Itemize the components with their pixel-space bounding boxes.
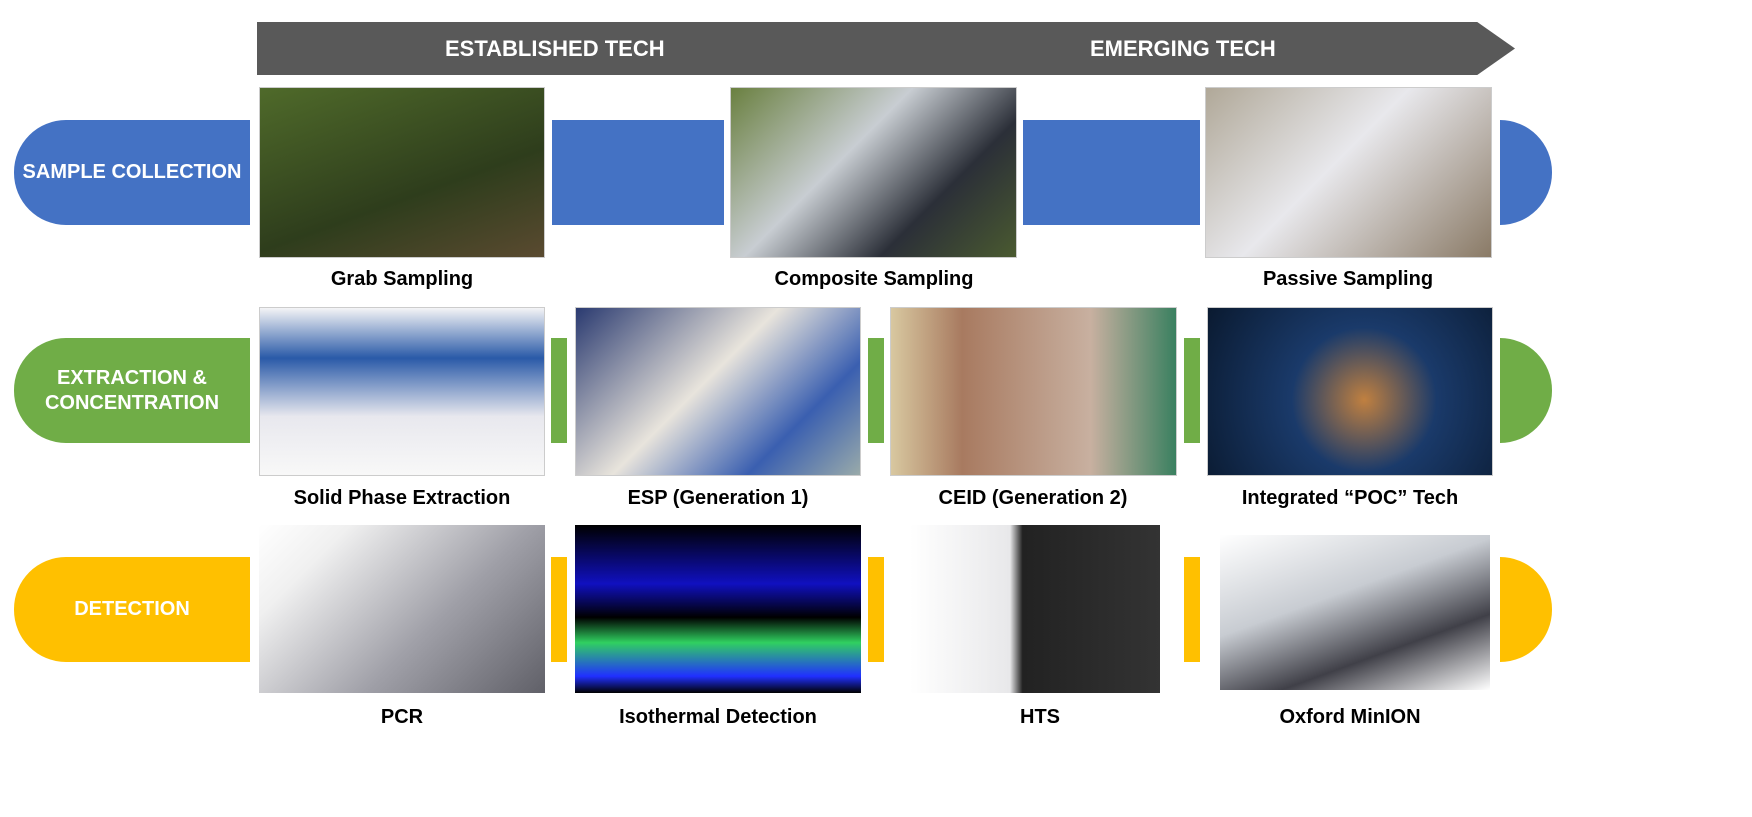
composite-sampling-photo <box>730 87 1017 258</box>
row-end-cap <box>1500 120 1552 225</box>
caption: PCR <box>380 706 424 728</box>
passive-sampling-photo <box>1205 87 1492 258</box>
sample-collection-label: SAMPLE COLLECTION <box>14 120 250 225</box>
timeline-arrow: ESTABLISHED TECH EMERGING TECH <box>257 22 1515 75</box>
esp-photo <box>575 307 861 476</box>
connector <box>868 557 884 662</box>
caption: Composite Sampling <box>774 268 974 290</box>
row-end-cap <box>1500 557 1552 662</box>
caption: Grab Sampling <box>330 268 474 290</box>
hts-photo <box>910 525 1160 693</box>
caption: Passive Sampling <box>1262 268 1434 290</box>
established-tech-label: ESTABLISHED TECH <box>445 36 665 61</box>
grab-sampling-photo <box>259 87 545 258</box>
connector <box>551 338 567 443</box>
connector <box>551 557 567 662</box>
caption: Isothermal Detection <box>619 706 817 728</box>
caption: Solid Phase Extraction <box>293 487 511 509</box>
extraction-concentration-label: EXTRACTION & CONCENTRATION <box>14 338 250 443</box>
pcr-photo <box>259 525 545 693</box>
integrated-poc-photo <box>1207 307 1493 476</box>
caption: HTS <box>1020 706 1060 728</box>
connector <box>1184 338 1200 443</box>
caption: Integrated “POC” Tech <box>1241 487 1459 509</box>
caption: CEID (Generation 2) <box>938 487 1128 509</box>
isothermal-detection-photo <box>575 525 861 693</box>
row-end-cap <box>1500 338 1552 443</box>
emerging-tech-label: EMERGING TECH <box>1090 36 1276 61</box>
solid-phase-extraction-photo <box>259 307 545 476</box>
detection-label: DETECTION <box>14 557 250 662</box>
connector <box>1184 557 1200 662</box>
caption: Oxford MinION <box>1279 706 1421 728</box>
connector <box>1023 120 1200 225</box>
ceid-photo <box>890 307 1177 476</box>
connector <box>868 338 884 443</box>
oxford-minion-photo <box>1220 535 1490 690</box>
caption: ESP (Generation 1) <box>627 487 809 509</box>
connector <box>552 120 724 225</box>
